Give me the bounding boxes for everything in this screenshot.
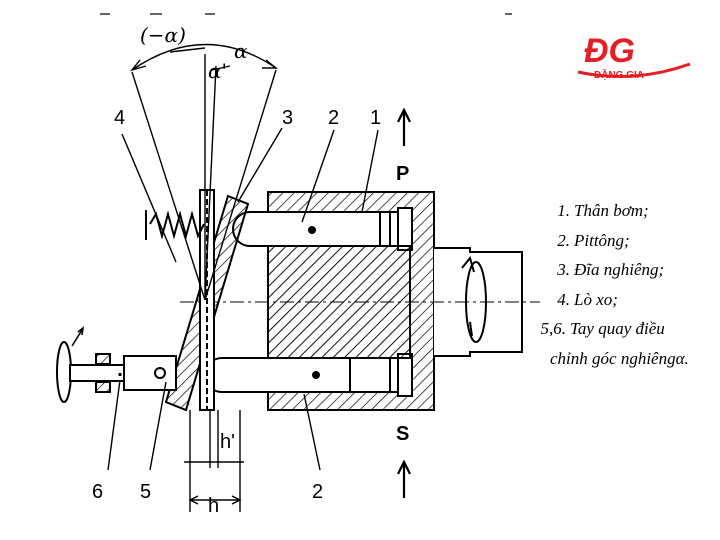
legend-item: 3.Đĩa nghiêng; bbox=[557, 260, 665, 279]
label-S: S bbox=[396, 423, 409, 445]
legend-item: 2.Pittông; bbox=[557, 230, 630, 250]
label-2-bottom: 2 bbox=[312, 481, 323, 503]
label-h-prime: h' bbox=[220, 431, 235, 453]
label-alpha: α bbox=[234, 39, 248, 63]
label-alpha-prime: α' bbox=[208, 59, 227, 83]
flow-arrows bbox=[397, 107, 411, 498]
label-1: 1 bbox=[370, 107, 381, 129]
leader-lines bbox=[107, 127, 379, 471]
label-4: 4 bbox=[114, 107, 125, 129]
label-neg-alpha: (−α) bbox=[140, 23, 186, 47]
legend: 1.Thân bơm; 2.Pittông; 3.Đĩa nghiêng; 4.… bbox=[538, 196, 718, 373]
label-h: h bbox=[208, 495, 219, 517]
label-5: 5 bbox=[140, 481, 151, 503]
piston-bottom bbox=[204, 357, 391, 393]
logo-name: ĐẶNG GIA bbox=[594, 68, 644, 81]
label-2-top: 2 bbox=[328, 107, 339, 129]
legend-continuation: chỉnh góc nghiêngα. bbox=[550, 348, 689, 368]
logo-mark: ĐG bbox=[584, 32, 635, 70]
legend-item: 4.Lò xo; bbox=[557, 289, 618, 309]
label-P: P bbox=[396, 163, 409, 185]
legend-item: 1.Thân bơm; bbox=[557, 201, 649, 220]
stroke-dimensions bbox=[184, 410, 244, 512]
dang-gia-logo: ĐG ĐẶNG GIA bbox=[574, 28, 694, 92]
adjust-handle bbox=[56, 341, 177, 403]
handle-arrow bbox=[71, 329, 83, 347]
swash-plate bbox=[164, 189, 250, 412]
label-3: 3 bbox=[282, 107, 293, 129]
angle-rays bbox=[130, 43, 278, 301]
spring bbox=[149, 210, 205, 240]
legend-item: 5,6.Tay quay điều bbox=[540, 319, 665, 338]
label-6: 6 bbox=[92, 481, 103, 503]
piston-top bbox=[232, 211, 391, 247]
